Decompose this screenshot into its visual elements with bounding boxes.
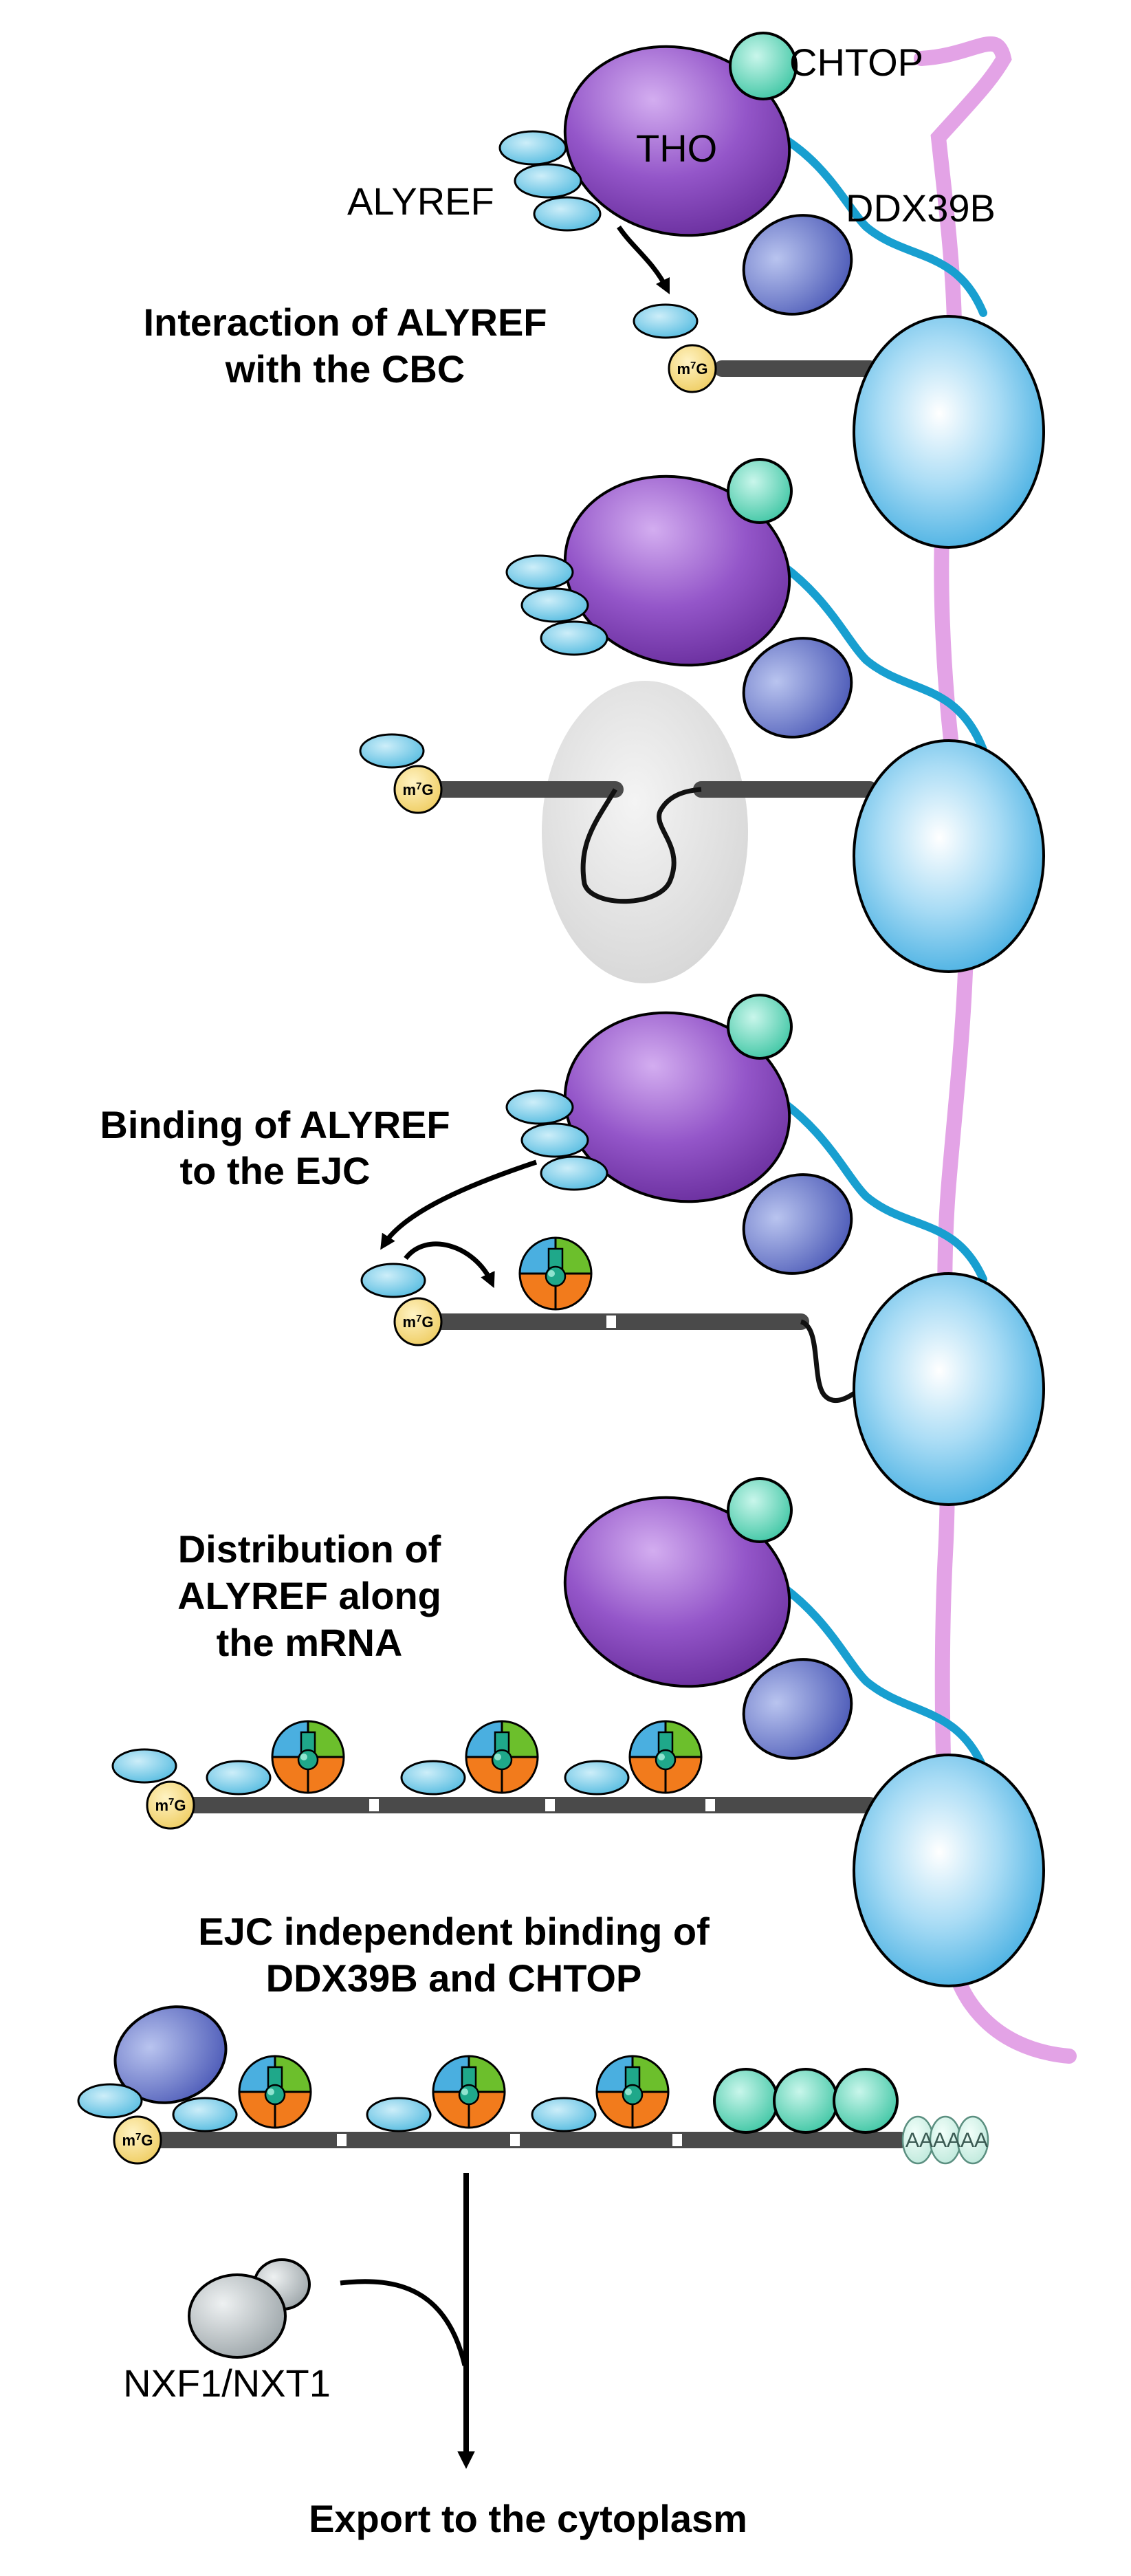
alyref-cbc-1 [633,303,699,339]
tho-3 [563,1011,791,1203]
stage-5: AAAAAA m7G EJC independent binding of DD… [77,1910,989,2165]
polya-3 [956,2115,989,2165]
cap-label-5: m7G [122,2131,153,2149]
alyref-5c [366,2097,432,2132]
step5-line2: DDX39B and CHTOP [266,1956,642,2000]
spliceosome [542,681,748,983]
nxf1-protein [188,2273,287,2359]
arrow-1 [617,226,670,295]
intron-2 [580,787,702,904]
junction-5a [337,2134,347,2146]
linker-2 [766,553,987,754]
cap-1 [668,344,717,393]
cap-3 [393,1297,443,1346]
alyref-label: ALYREF [347,179,494,223]
junction-4a [369,1799,379,1811]
cap-5 [113,2115,162,2165]
nxf1-recruit-arrow [340,2279,468,2366]
alyref-3 [360,1263,426,1298]
step3-line2: to the EJC [180,1149,371,1192]
ejc-5c [595,2055,670,2129]
chtop-5c [833,2068,899,2134]
linker-3 [766,1089,987,1283]
ddx39b-3 [742,1173,853,1275]
junction-4c [705,1799,715,1811]
step3-line1: Binding of ALYREF [100,1103,450,1146]
stage-2: m7G [359,458,1045,983]
arrow-3a [380,1159,538,1250]
stage-3: m7G Binding of ALYREF to the EJC [100,994,1045,1506]
ddx39b-label: DDX39B [846,186,996,230]
stage-4: m7G Distribution of ALYREF along the mRN… [111,1477,1045,1987]
junction-3 [606,1316,616,1328]
step4-line3: the mRNA [217,1621,403,1664]
polII-4 [853,1754,1045,1987]
ejc-4a [271,1720,345,1794]
chtop-5b [773,2068,839,2134]
alyref-5a [77,2083,143,2119]
step1-line2: with the CBC [225,347,465,391]
chtop-5a [713,2068,779,2134]
tho-2 [563,474,791,667]
step4-line1: Distribution of [178,1527,441,1571]
alyref-2 [359,733,425,769]
polya-label: AAAAAA [905,2129,988,2152]
cap-label-1: m7G [677,360,707,378]
alyref-4b [206,1760,272,1795]
ejc-5a [238,2055,312,2129]
cap-label-3: m7G [402,1313,433,1331]
ejc-3 [518,1236,593,1311]
linker-4 [766,1574,987,1771]
ddx39b-2 [742,637,853,739]
nxf1-nxt1-label: NXF1/NXT1 [123,2361,331,2405]
ddx39b-1 [742,214,853,316]
junction-4b [545,1799,555,1811]
alyref-4c [400,1760,466,1795]
cap-2 [393,765,443,814]
step4-line2: ALYREF along [177,1574,441,1617]
tho-label: THO [636,127,717,170]
ejc-4c [628,1720,703,1794]
arrow-3b [404,1241,495,1289]
ddx39b-4 [742,1658,853,1760]
junction-5b [510,2134,520,2146]
tho-1 [563,45,791,237]
ejc-5b [432,2055,506,2129]
cap-4 [146,1780,195,1830]
chtop-4 [727,1477,793,1543]
alyref-4d [564,1760,630,1795]
cap-label-2: m7G [402,781,433,798]
step1-line1: Interaction of ALYREF [143,301,547,344]
alyref-5b [172,2097,238,2132]
polII-3 [853,1272,1045,1506]
alyref-5d [531,2097,597,2132]
export: NXF1/NXT1 Export to the cytoplasm [123,2173,747,2540]
stage-1: m7G CHTOP THO ALYREF DDX39B Interaction … [143,32,1045,549]
chtop-3 [727,994,793,1060]
step5-line1: EJC independent binding of [198,1910,710,1953]
chtop-1 [729,32,798,100]
cap-label-4: m7G [155,1796,186,1814]
ddx39b-5 [113,2005,228,2104]
chtop-2 [727,458,793,524]
junction-5c [672,2134,682,2146]
polII-2 [853,739,1045,973]
tho-4 [563,1496,791,1688]
chtop-label: CHTOP [789,41,923,84]
polII-1 [853,315,1045,549]
ejc-4b [465,1720,539,1794]
linker-1 [766,127,987,317]
export-label: Export to the cytoplasm [309,2497,747,2540]
alyref-4a [111,1748,177,1784]
